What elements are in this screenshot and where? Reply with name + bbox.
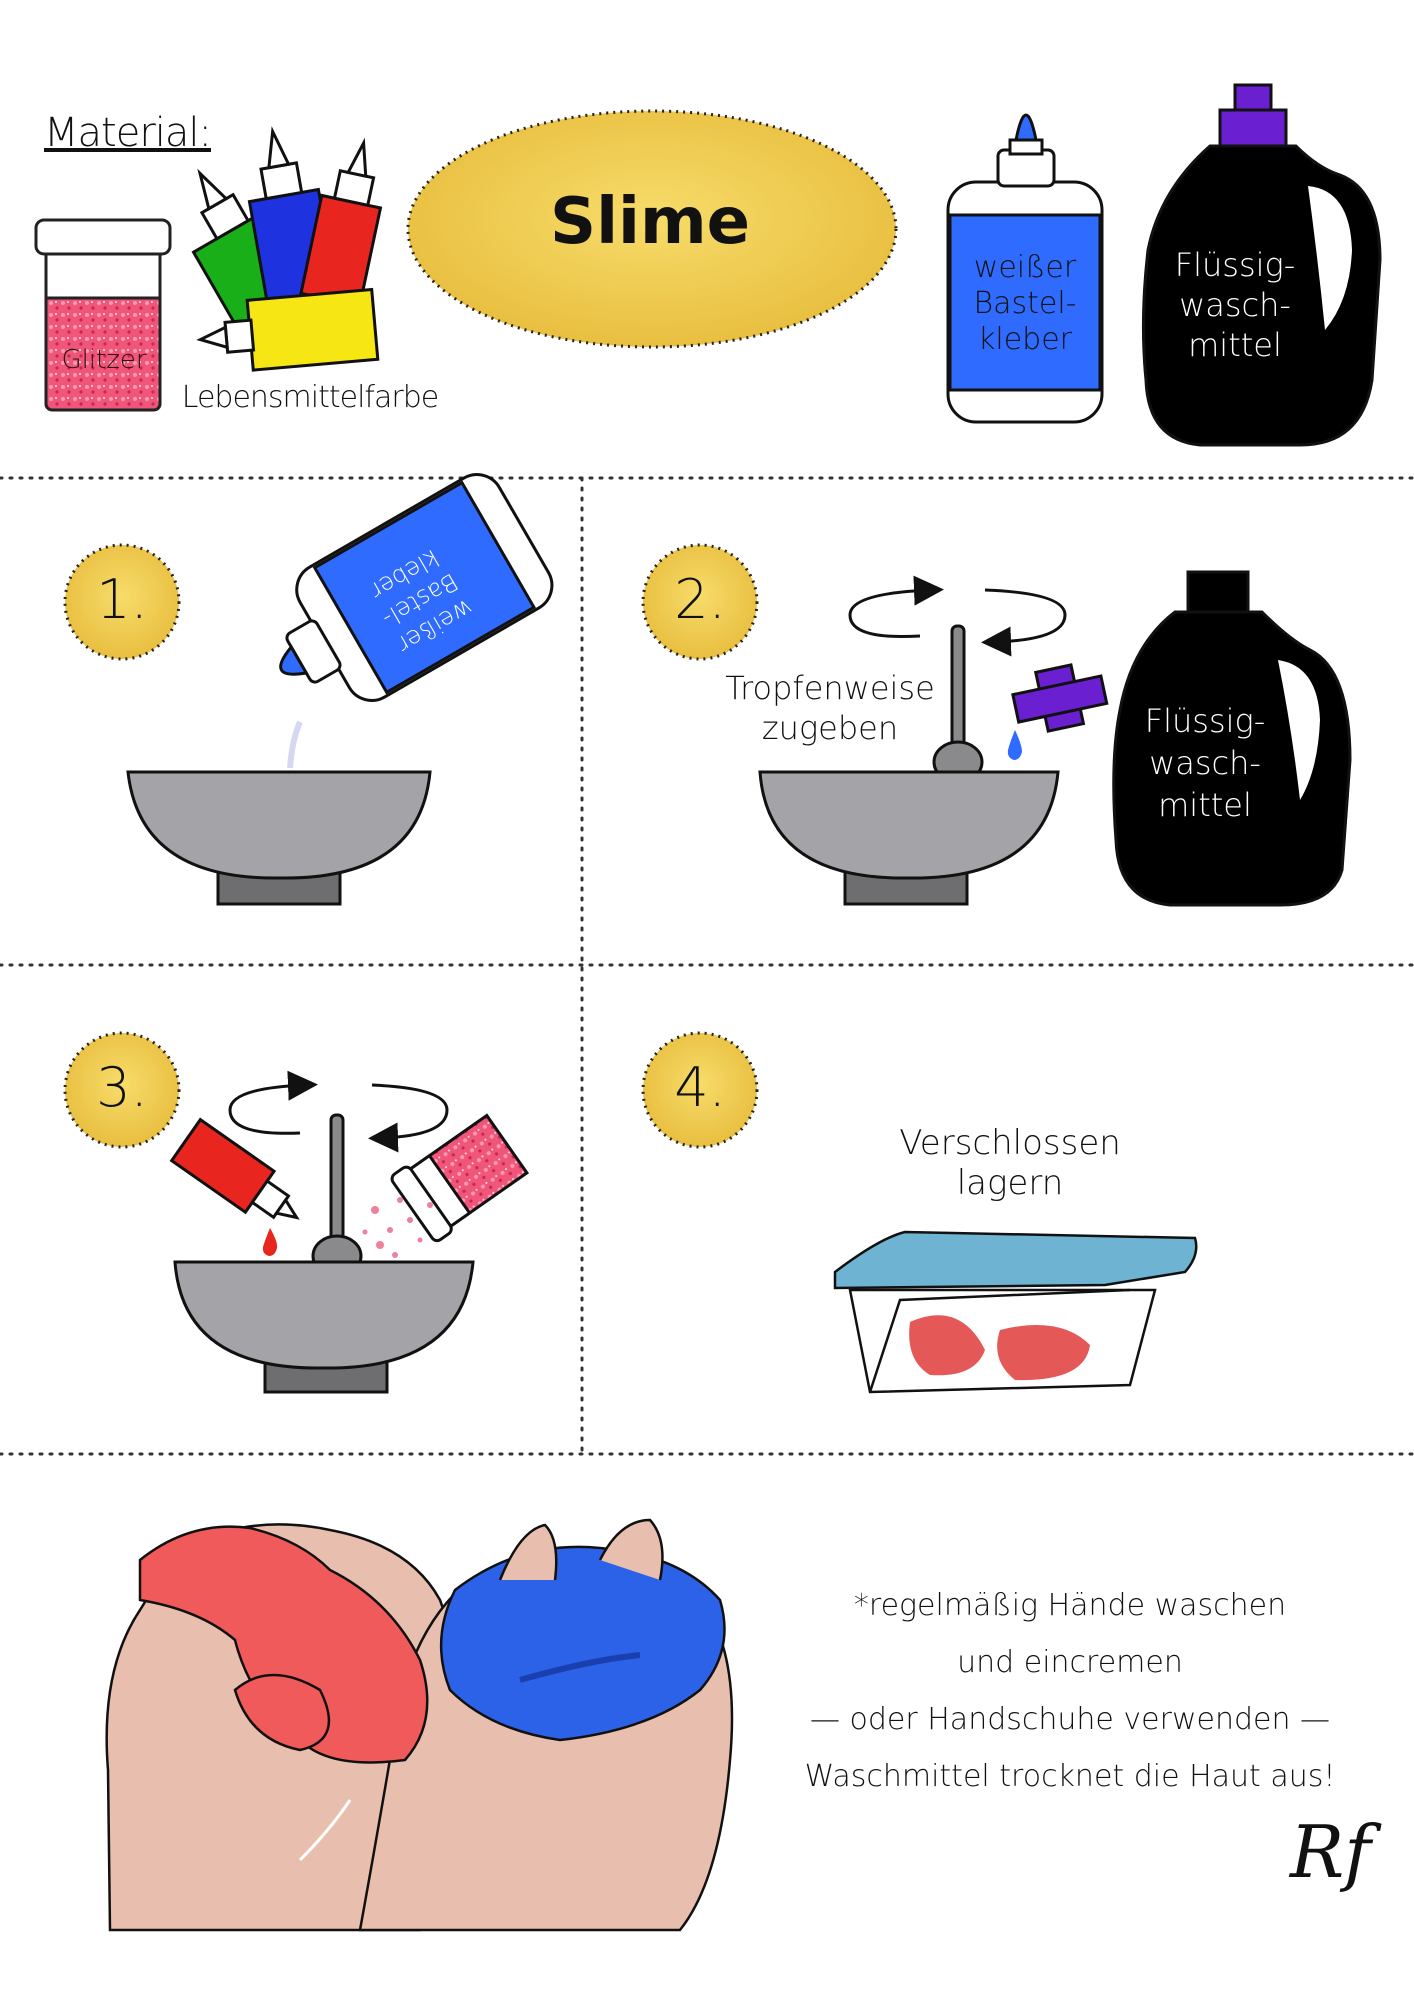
glue-stream — [287, 720, 303, 769]
glue-label-line: kleber — [978, 322, 1072, 357]
step-2-badge — [641, 543, 759, 661]
hands-slime-icon — [105, 1518, 734, 1932]
food-color-tubes-icon — [191, 126, 383, 372]
glitter-shaker-icon — [390, 1113, 530, 1243]
step-2-detergent-label: Flüssig- wasch- mittel — [1120, 700, 1290, 826]
step-4-instruction: Verschlossen lagern — [899, 1123, 1121, 1203]
detergent-bottle-icon — [1112, 570, 1352, 907]
bowl-icon — [758, 770, 1060, 906]
rotation-arrows-icon — [228, 1070, 449, 1153]
step-1-badge — [63, 543, 181, 661]
detergent-bottle-icon — [1141, 83, 1382, 447]
step-3-badge — [63, 1031, 181, 1149]
glitter-jar-icon — [34, 218, 172, 412]
red-drop — [262, 1228, 278, 1256]
step-2-detergent-label-line: wasch- — [1149, 744, 1261, 782]
detergent-label-line: Flüssig- — [1174, 246, 1296, 284]
dotted-separators — [0, 476, 1414, 1456]
glitter-sprinkle — [362, 1197, 433, 1258]
spoon-icon — [932, 624, 984, 784]
detergent-label-line: mittel — [1188, 326, 1282, 364]
step-2-instruction-line: Tropfenweise — [725, 669, 935, 707]
glue-bottle-pouring-icon — [279, 473, 554, 702]
detergent-label: Flüssig- wasch- mittel — [1150, 245, 1320, 365]
title-badge — [406, 109, 898, 349]
glue-bottle-icon — [946, 113, 1104, 424]
glitter-label: Glitzer — [61, 345, 147, 375]
bowl-icon — [126, 770, 432, 906]
food-coloring-label: Lebensmittelfarbe — [181, 380, 439, 415]
note-line: Waschmittel trocknet die Haut aus! — [804, 1759, 1336, 1794]
spoon-icon — [311, 1113, 363, 1278]
glue-label: weißer Bastel- kleber — [950, 250, 1100, 358]
material-heading: Material: — [44, 110, 212, 156]
step-3-number: 3. — [96, 1056, 148, 1119]
note-line: *regelmäßig Hände waschen — [853, 1588, 1287, 1623]
step-2-instruction-line: zugeben — [761, 709, 899, 747]
note-line: — oder Handschuhe verwenden — — [809, 1702, 1331, 1737]
note-line: und eincremen — [957, 1645, 1183, 1680]
storage-box-icon — [833, 1230, 1198, 1394]
page-title: Slime — [549, 185, 751, 259]
detergent-cap-icon — [1011, 663, 1109, 733]
glue-label-line: weißer — [973, 250, 1077, 285]
detergent-label-line: wasch- — [1179, 286, 1291, 324]
step-4-badge — [641, 1031, 759, 1149]
food-color-tube-icon — [169, 1117, 300, 1220]
step-2-instruction: Tropfenweise zugeben — [720, 668, 940, 748]
rotation-arrows-icon — [848, 575, 1067, 657]
step-1-number: 1. — [96, 568, 148, 631]
signature: Rf — [1290, 1810, 1371, 1894]
step-2-detergent-label-line: Flüssig- — [1144, 702, 1266, 740]
detergent-drop — [1007, 730, 1022, 760]
step-2-number: 2. — [674, 568, 726, 631]
safety-note: *regelmäßig Hände waschen und eincremen … — [790, 1577, 1350, 1805]
step-4-number: 4. — [674, 1056, 726, 1119]
step-2-detergent-label-line: mittel — [1158, 786, 1252, 824]
glue-label-line: Bastel- — [973, 286, 1077, 321]
bowl-icon — [173, 1260, 475, 1394]
